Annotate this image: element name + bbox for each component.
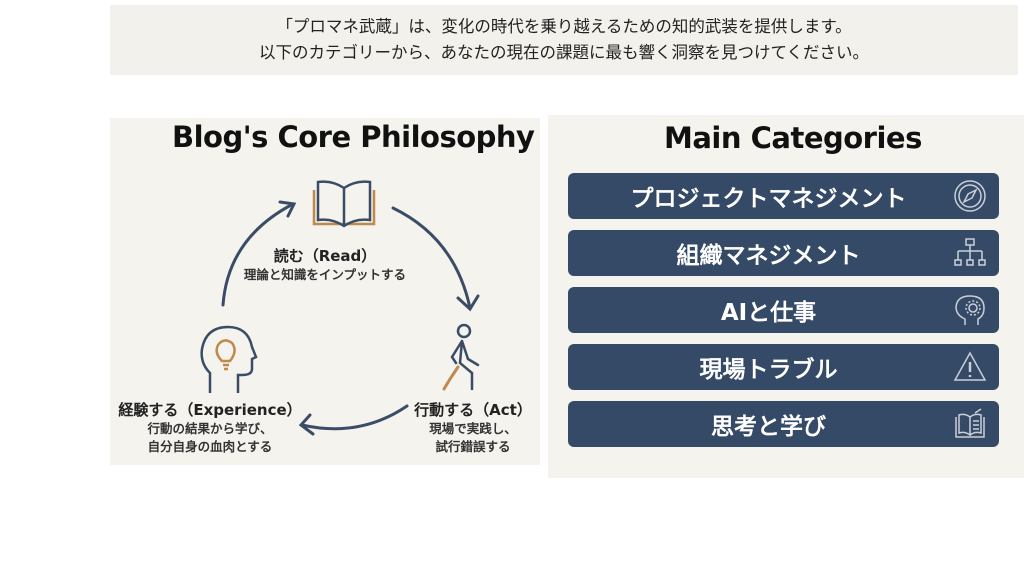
read-description: 理論と知識をインプットする	[243, 267, 407, 282]
read-heading: 読む（Read）	[273, 247, 377, 265]
read-label: 読む（Read） 理論と知識をインプットする	[220, 246, 430, 284]
category-field-trouble[interactable]: 現場トラブル	[568, 344, 999, 390]
experience-description-2: 自分自身の血肉とする	[147, 439, 273, 454]
category-thinking-and-learning[interactable]: 思考と学び	[568, 401, 999, 447]
experience-heading: 経験する（Experience）	[118, 401, 302, 419]
open-book-icon	[955, 408, 985, 438]
walking-person-icon	[442, 323, 480, 391]
intro-line-2: 以下のカテゴリーから、あなたの現在の課題に最も響く洞察を見つけてください。	[258, 43, 869, 62]
warning-icon	[953, 351, 987, 381]
intro-banner: 「プロマネ武蔵」は、変化の時代を乗り越えるための知的武装を提供します。 以下のカ…	[110, 5, 1018, 75]
experience-description-1: 行動の結果から学び、	[147, 421, 273, 436]
act-description-2: 試行錯誤する	[435, 439, 511, 454]
core-philosophy-panel: Blog's Core Philosophy 読む（Read） 理論と知識をイン…	[110, 118, 540, 465]
category-project-management[interactable]: プロジェクトマネジメント	[568, 173, 999, 219]
arrow-act-to-experience	[300, 404, 409, 431]
category-label: 組織マネジメント	[676, 243, 861, 269]
category-organization-management[interactable]: 組織マネジメント	[568, 230, 999, 276]
org-chart-icon	[954, 238, 986, 266]
philosophy-title: Blog's Core Philosophy	[172, 120, 535, 154]
experience-label: 経験する（Experience） 行動の結果から学び、 自分自身の血肉とする	[110, 400, 310, 456]
act-label: 行動する（Act） 現場で実践し、 試行錯誤する	[406, 400, 540, 456]
act-heading: 行動する（Act）	[414, 401, 532, 419]
intro-line-1: 「プロマネ武蔵」は、変化の時代を乗り越えるための知的武装を提供します。	[276, 17, 852, 36]
arrow-experience-to-read	[221, 202, 295, 307]
category-label: 現場トラブル	[699, 357, 838, 383]
head-lightbulb-icon	[200, 325, 258, 393]
brain-gear-icon	[955, 295, 985, 325]
compass-icon	[954, 180, 986, 212]
cycle-arrows	[221, 200, 480, 436]
category-label: 思考と学び	[711, 414, 826, 440]
main-categories-panel: Main Categories プロジェクトマネジメント 組織マネジメント AI…	[548, 115, 1024, 478]
arrow-read-to-act	[391, 206, 472, 310]
category-label: AIと仕事	[720, 300, 817, 326]
book-icon	[312, 180, 376, 228]
category-ai-and-work[interactable]: AIと仕事	[568, 287, 999, 333]
categories-title: Main Categories	[664, 121, 922, 155]
act-description-1: 現場で実践し、	[429, 421, 517, 436]
category-label: プロジェクトマネジメント	[630, 186, 907, 212]
